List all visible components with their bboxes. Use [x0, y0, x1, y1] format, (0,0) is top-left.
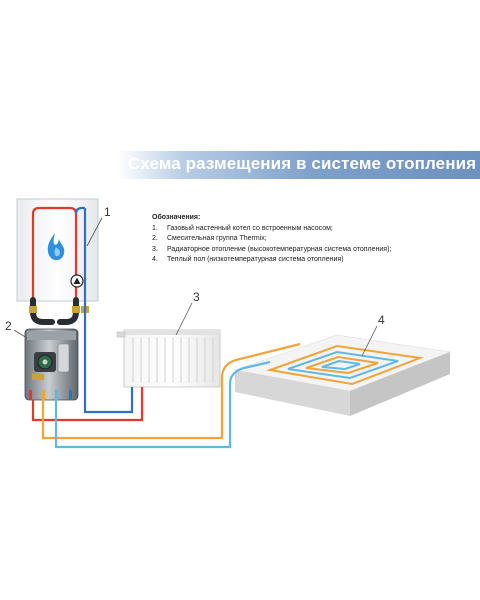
- floor-supply-pipe: [41, 342, 301, 440]
- legend-item-text: Теплый пол (низкотемпературная система о…: [167, 255, 344, 263]
- callout-leader-3: [175, 302, 193, 336]
- pump-arrow-icon: [70, 274, 84, 288]
- legend-title: Обозначения:: [152, 214, 201, 221]
- callout-number-1: 1: [104, 205, 111, 219]
- legend-item-number: 3.: [152, 245, 158, 253]
- legend-item: 3. Радиаторное отопление (высокотемперат…: [152, 245, 391, 255]
- floor-return-pipe: [54, 360, 271, 449]
- boiler: [16, 198, 99, 302]
- title-banner: [118, 151, 480, 179]
- legend-item: 1. Газовый настенный котел со встроенным…: [152, 224, 391, 234]
- callout-number-4: 4: [378, 313, 385, 327]
- callout-number-3: 3: [193, 290, 200, 304]
- callout-leader-4: [361, 325, 378, 357]
- brass-fitting: [72, 306, 80, 313]
- legend-item: 2. Смесительная группа Thermix;: [152, 234, 391, 244]
- legend-item-text: Радиаторное отопление (высокотемпературн…: [167, 245, 392, 253]
- radiator: [116, 329, 221, 388]
- page-title: Схема размещения в системе отопления: [128, 154, 477, 173]
- radiator-supply-pipe: [31, 387, 144, 422]
- radiator-return-pipe: [83, 300, 134, 414]
- legend-item-text: Смесительная группа Thermix;: [167, 235, 267, 243]
- legend: Обозначения: 1. Газовый настенный котел …: [152, 213, 391, 265]
- mixing-group: [24, 297, 89, 401]
- legend-item: 4. Теплый пол (низкотемпературная систем…: [152, 255, 391, 265]
- underfloor-heating: [233, 334, 452, 416]
- legend-item-text: Газовый настенный котел со встроенным на…: [167, 225, 333, 233]
- callout-number-2: 2: [5, 319, 12, 333]
- callout-leader-1: [86, 217, 103, 247]
- legend-item-number: 2.: [152, 235, 158, 243]
- brass-fitting: [29, 306, 37, 313]
- floor-spiral: [266, 344, 424, 386]
- legend-item-number: 1.: [152, 225, 158, 233]
- flame-icon: [47, 233, 65, 261]
- legend-item-number: 4.: [152, 255, 158, 263]
- callout-leader-2: [13, 329, 28, 339]
